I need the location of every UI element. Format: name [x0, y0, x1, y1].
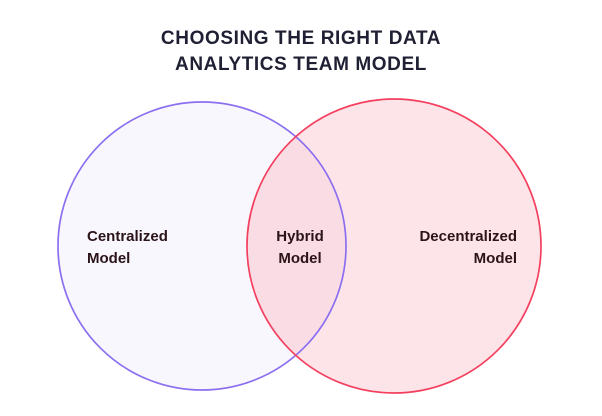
- venn-circle-decentralized-outline: [246, 98, 542, 394]
- venn-label-decentralized: Decentralized Model: [419, 228, 517, 267]
- page-title-line-2: ANALYTICS TEAM MODEL: [175, 54, 427, 75]
- venn-label-centralized: Centralized Model: [87, 228, 168, 267]
- venn-label-hybrid: Hybrid Model: [276, 228, 324, 267]
- page-title-line-1: CHOOSING THE RIGHT DATA: [160, 28, 442, 49]
- page-title: CHOOSING THE RIGHT DATA ANALYTICS TEAM M…: [0, 26, 602, 78]
- venn-intersection-hybrid: [247, 102, 346, 390]
- venn-circle-centralized-outline: [57, 101, 347, 391]
